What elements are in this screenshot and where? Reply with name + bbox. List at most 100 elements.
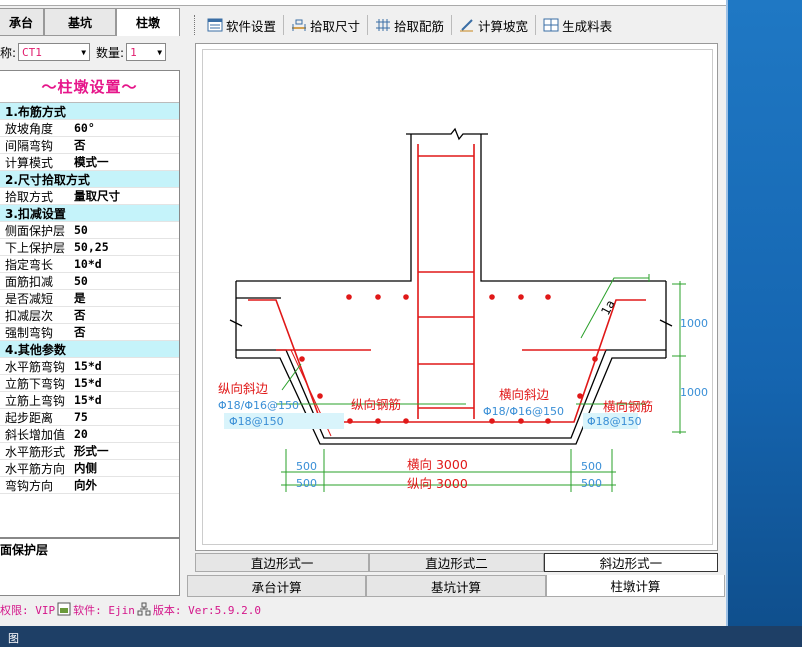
count-label: 数量: xyxy=(96,45,125,60)
property-row[interactable]: 立筋上弯钩 15*d xyxy=(0,392,179,409)
property-value[interactable]: 50,25 xyxy=(74,240,109,254)
property-row[interactable]: 是否减短 是 xyxy=(0,290,179,307)
pick-rebar-icon xyxy=(376,19,391,31)
property-value[interactable]: 50 xyxy=(74,223,88,237)
rebar-lines xyxy=(248,144,646,437)
property-row[interactable]: 间隔弯钩 否 xyxy=(0,137,179,154)
tab-straight-2[interactable]: 直边形式二 xyxy=(369,553,544,572)
property-section[interactable]: 1.布筋方式 xyxy=(0,103,179,120)
pick-size-button[interactable]: 拾取尺寸 xyxy=(287,13,364,37)
tab-zhudun[interactable]: 柱墩 xyxy=(116,8,180,36)
separator xyxy=(535,15,537,35)
property-key: 间隔弯钩 xyxy=(5,138,54,153)
hx-bar-spec: Φ18@150 xyxy=(587,415,642,428)
tab-slope-1[interactable]: 斜边形式一 xyxy=(543,553,718,572)
property-key: 立筋下弯钩 xyxy=(5,376,66,391)
property-row[interactable]: 水平筋方向内侧 xyxy=(0,460,179,477)
tab-zhudun-calc[interactable]: 柱墩计算 xyxy=(545,575,725,597)
gen-table-label: 生成料表 xyxy=(562,18,613,34)
settings-button[interactable]: 软件设置 xyxy=(203,13,280,37)
property-key: 水平筋形式 xyxy=(5,444,66,459)
property-value[interactable]: 形式一 xyxy=(74,444,109,458)
toolbar: 软件设置 拾取尺寸 拾取配筋 计算坡宽 生成料表 xyxy=(190,11,720,39)
property-row[interactable]: 水平筋形式形式一 xyxy=(0,443,179,460)
zx-bar-spec: Φ18@150 xyxy=(229,415,284,428)
property-key: 水平筋弯钩 xyxy=(5,359,66,374)
property-key: 起步距离 xyxy=(5,410,54,425)
property-key: 是否减短 xyxy=(5,291,54,306)
property-value[interactable]: 否 xyxy=(74,308,86,322)
property-row[interactable]: 计算模式模式一 xyxy=(0,154,179,171)
table-icon xyxy=(543,18,559,32)
selector-row: 称: CT1 ▼ 数量: 1 ▼ xyxy=(0,40,180,64)
property-value[interactable]: 50 xyxy=(74,274,88,288)
rebar-drawing: 纵向斜边 Φ18/Φ16@150 Φ18@150 纵向钢筋 横向斜边 Φ18/Φ… xyxy=(218,127,708,492)
property-key: 下上保护层 xyxy=(5,240,66,255)
property-value[interactable]: 是 xyxy=(74,291,86,305)
property-value[interactable]: 否 xyxy=(74,325,86,339)
property-value[interactable]: 15*d xyxy=(74,359,102,373)
property-key: 强制弯钩 xyxy=(5,325,54,340)
property-section[interactable]: 2.尺寸拾取方式 xyxy=(0,171,179,188)
dim-l1-label: 500 xyxy=(296,460,317,473)
toolbar-grip xyxy=(194,15,197,35)
property-row[interactable]: 扣减层次否 xyxy=(0,307,179,324)
property-key: 立筋上弯钩 xyxy=(5,393,66,408)
property-row[interactable]: 立筋下弯钩 15*d xyxy=(0,375,179,392)
description-panel: 面保护层 xyxy=(0,538,180,596)
property-value[interactable]: 量取尺寸 xyxy=(74,189,120,203)
name-value: CT1 xyxy=(22,45,42,59)
tab-straight-1[interactable]: 直边形式一 xyxy=(195,553,370,572)
zx-side-spec: Φ18/Φ16@150 xyxy=(218,399,299,412)
property-row[interactable]: 强制弯钩 否 xyxy=(0,324,179,341)
property-value[interactable]: 模式一 xyxy=(74,155,109,169)
status-version: 版本: Ver:5.9.2.0 xyxy=(152,604,261,617)
property-value[interactable]: 否 xyxy=(74,138,86,152)
pick-rebar-button[interactable]: 拾取配筋 xyxy=(371,13,448,37)
property-row[interactable]: 水平筋弯钩 15*d xyxy=(0,358,179,375)
drawing-canvas[interactable]: 纵向斜边 Φ18/Φ16@150 Φ18@150 纵向钢筋 横向斜边 Φ18/Φ… xyxy=(195,43,718,551)
property-value[interactable]: 内侧 xyxy=(74,461,97,475)
shape-tabs: 直边形式一 直边形式二 斜边形式一 xyxy=(195,553,718,572)
hx-side-label: 横向斜边 xyxy=(499,387,550,402)
name-select[interactable]: CT1 ▼ xyxy=(18,43,91,61)
gen-table-button[interactable]: 生成料表 xyxy=(539,13,616,37)
calc-tabs: 承台计算 基坑计算 柱墩计算 xyxy=(187,575,725,597)
property-row[interactable]: 拾取方式量取尺寸 xyxy=(0,188,179,205)
status-bar: 权限: VIP 软件: Ejin 版本: Ver:5.9.2.0 xyxy=(0,600,728,620)
property-value[interactable]: 10*d xyxy=(74,257,102,271)
property-value[interactable]: 75 xyxy=(74,410,88,424)
property-value[interactable]: 60° xyxy=(74,121,95,135)
tab-jikeng-calc[interactable]: 基坑计算 xyxy=(366,575,546,597)
calc-slope-button[interactable]: 计算坡宽 xyxy=(455,13,532,37)
count-select[interactable]: 1 ▼ xyxy=(126,43,167,61)
property-value[interactable]: 15*d xyxy=(74,393,102,407)
property-section[interactable]: 3.扣减设置 xyxy=(0,205,179,222)
dim-top-label: 1000 xyxy=(680,317,708,330)
taskbar-text: 图 xyxy=(8,632,19,645)
property-value[interactable]: 20 xyxy=(74,427,88,441)
hx-length-label: 横向 3000 xyxy=(407,457,468,472)
property-value[interactable]: 向外 xyxy=(74,478,97,492)
property-section[interactable]: 4.其他参数 xyxy=(0,341,179,358)
app-window: 承台 基坑 柱墩 称: CT1 ▼ 数量: 1 ▼ ～柱墩设置～ 1.布筋方式放… xyxy=(0,0,728,626)
tab-chengtai[interactable]: 承台 xyxy=(0,8,44,36)
dim-r1-label: 500 xyxy=(581,460,602,473)
property-value[interactable]: 15*d xyxy=(74,376,102,390)
separator xyxy=(283,15,285,35)
tab-jikeng[interactable]: 基坑 xyxy=(44,8,116,36)
concrete-outline xyxy=(229,127,673,445)
tab-chengtai-calc[interactable]: 承台计算 xyxy=(187,575,367,597)
property-row[interactable]: 弯钩方向向外 xyxy=(0,477,179,494)
property-row[interactable]: 起步距离 75 xyxy=(0,409,179,426)
name-label: 称: xyxy=(0,45,17,60)
property-row[interactable]: 下上保护层 50,25 xyxy=(0,239,179,256)
software-icon xyxy=(57,602,71,619)
